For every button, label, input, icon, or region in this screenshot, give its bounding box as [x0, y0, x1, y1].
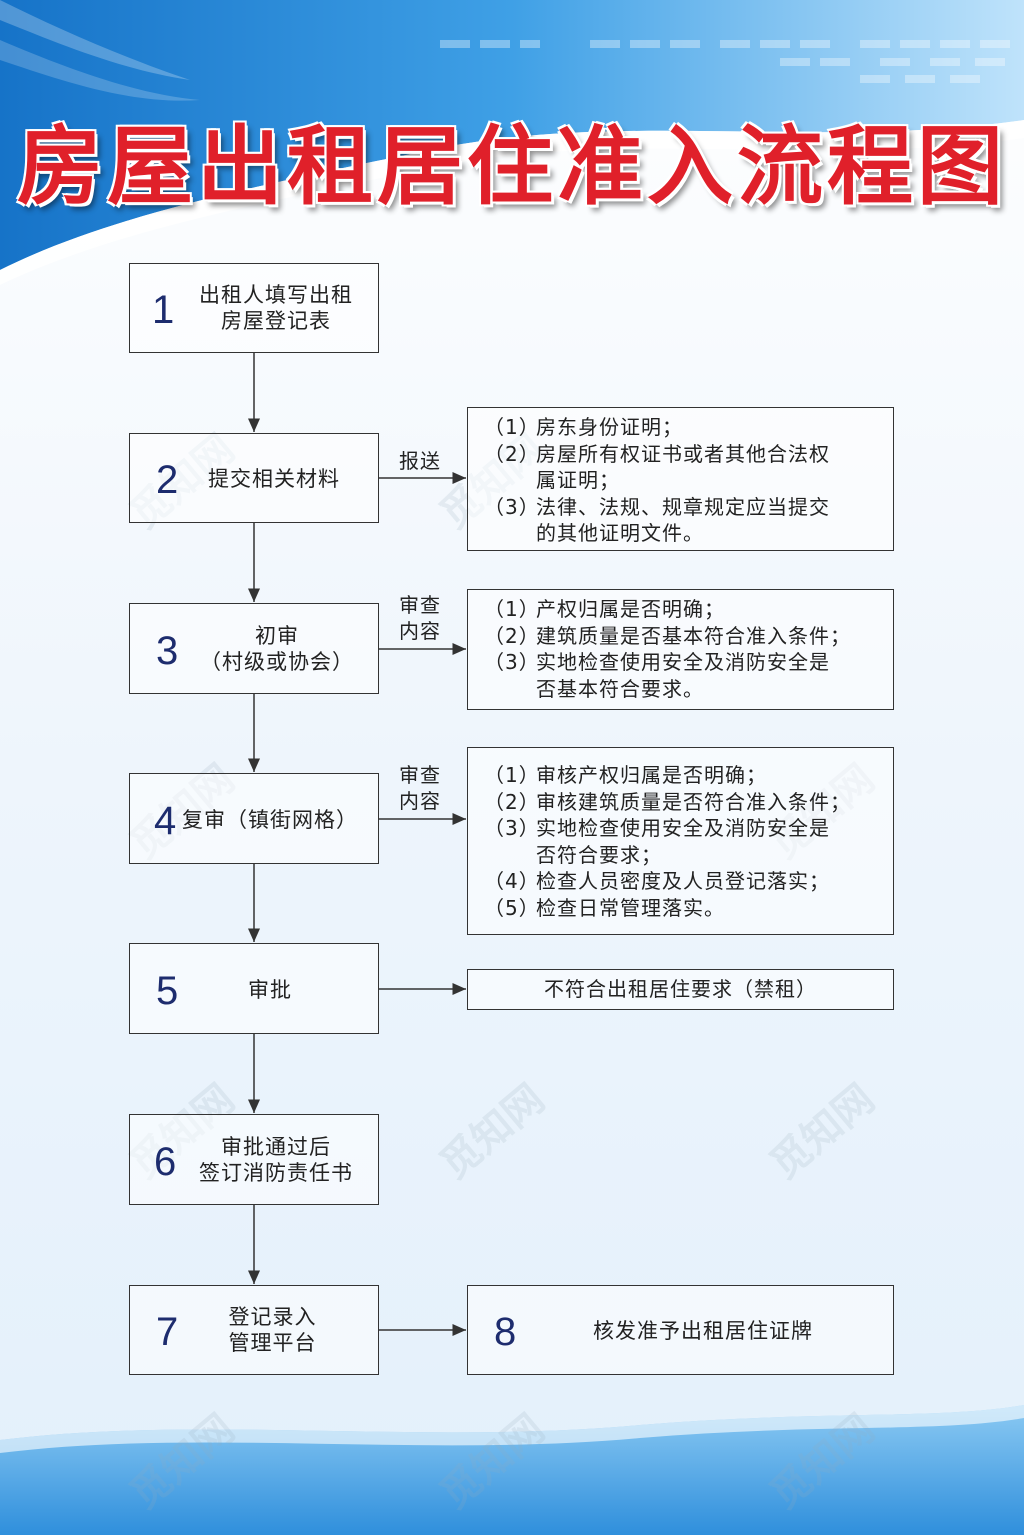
detail-marker: （2）: [484, 623, 540, 648]
step-number: 4: [154, 799, 177, 843]
detail-line: 否符合要求；: [484, 842, 893, 869]
step-label: 审批通过后 签订消防责任书: [199, 1135, 353, 1185]
step-8-box: 8 核发准予出租居住证牌: [467, 1285, 894, 1375]
detail-line: （1）审核产权归属是否明确；: [484, 762, 893, 789]
detail-text: 属证明；: [536, 468, 620, 492]
detail-line: 属证明；: [484, 467, 893, 494]
reject-label: 不符合出租居住要求（禁租）: [544, 977, 817, 1001]
detail-marker: （3）: [484, 816, 540, 840]
detail-line: （2）房屋所有权证书或者其他合法权: [484, 441, 893, 468]
step-label: 提交相关材料: [208, 467, 340, 491]
detail-marker: （3）: [484, 650, 540, 674]
step-2-materials-box: （1）房东身份证明；（2）房屋所有权证书或者其他合法权属证明；（3）法律、法规、…: [467, 407, 894, 551]
detail-line: （5）检查日常管理落实。: [484, 895, 893, 922]
detail-line: （1）产权归属是否明确；: [484, 596, 893, 623]
detail-text: 检查日常管理落实。: [536, 895, 725, 920]
step-label: 登记录入 管理平台: [228, 1305, 317, 1355]
step-number: 2: [156, 458, 179, 502]
detail-marker: （5）: [484, 895, 540, 920]
detail-text: 检查人员密度及人员登记落实；: [536, 869, 830, 893]
detail-line: （3）法律、法规、规章规定应当提交: [484, 494, 893, 521]
step-7-box: 7 登记录入 管理平台: [129, 1285, 379, 1375]
detail-text: 否基本符合要求。: [536, 676, 704, 701]
step-label: 初审 （村级或协会）: [200, 624, 354, 674]
arrow-label-review-content: 审查 内容: [399, 593, 441, 643]
detail-line: 的其他证明文件。: [484, 520, 893, 547]
detail-line: 否基本符合要求。: [484, 676, 893, 703]
step-number: 8: [494, 1310, 517, 1354]
arrow-label-review-content: 审查 内容: [399, 763, 441, 813]
detail-text: 房屋所有权证书或者其他合法权: [536, 441, 830, 466]
detail-line: （3）实地检查使用安全及消防安全是: [484, 649, 893, 676]
detail-marker: （2）: [484, 441, 540, 466]
step-label: 复审（镇街网格）: [182, 808, 358, 832]
step-number: 6: [154, 1140, 177, 1184]
step-4-review-box: （1）审核产权归属是否明确；（2）审核建筑质量是否符合准入条件；（3）实地检查使…: [467, 747, 894, 935]
detail-marker: （1）: [484, 415, 540, 439]
page-title: 房屋出租居住准入流程图: [17, 117, 1007, 217]
detail-line: （2）建筑质量是否基本符合准入条件；: [484, 623, 893, 650]
detail-text: 审核建筑质量是否符合准入条件；: [536, 789, 851, 814]
detail-text: 否符合要求；: [536, 842, 662, 867]
step-number: 7: [156, 1310, 179, 1354]
step-4-box: 4 复审（镇街网格）: [129, 773, 379, 864]
step-3-review-box: （1）产权归属是否明确；（2）建筑质量是否基本符合准入条件；（3）实地检查使用安…: [467, 589, 894, 710]
step-3-box: 3 初审 （村级或协会）: [129, 603, 379, 694]
step-number: 3: [156, 629, 179, 673]
detail-marker: （4）: [484, 869, 540, 893]
step-label: 出租人填写出租 房屋登记表: [199, 283, 353, 333]
detail-text: 产权归属是否明确；: [536, 597, 725, 621]
detail-text: 审核产权归属是否明确；: [536, 763, 767, 787]
step-label: 核发准予出租居住证牌: [593, 1319, 813, 1343]
detail-marker: （2）: [484, 789, 540, 814]
detail-line: （2）审核建筑质量是否符合准入条件；: [484, 789, 893, 816]
arrow-label-submit: 报送: [399, 449, 441, 473]
detail-marker: （1）: [484, 597, 540, 621]
detail-text: 实地检查使用安全及消防安全是: [536, 650, 830, 674]
step-1-box: 1 出租人填写出租 房屋登记表: [129, 263, 379, 353]
reject-box: 不符合出租居住要求（禁租）: [467, 969, 894, 1010]
step-5-box: 5 审批: [129, 943, 379, 1034]
detail-text: 房东身份证明；: [536, 415, 683, 439]
detail-marker: （1）: [484, 763, 540, 787]
detail-line: （1）房东身份证明；: [484, 414, 893, 441]
step-number: 1: [152, 288, 175, 332]
detail-text: 法律、法规、规章规定应当提交: [536, 494, 830, 519]
detail-text: 的其他证明文件。: [536, 521, 704, 545]
detail-line: （3）实地检查使用安全及消防安全是: [484, 815, 893, 842]
step-2-box: 2 提交相关材料: [129, 433, 379, 523]
step-number: 5: [156, 969, 179, 1013]
detail-text: 建筑质量是否基本符合准入条件；: [536, 623, 851, 648]
step-6-box: 6 审批通过后 签订消防责任书: [129, 1114, 379, 1205]
detail-marker: （3）: [484, 494, 540, 519]
detail-text: 实地检查使用安全及消防安全是: [536, 816, 830, 840]
step-label: 审批: [248, 978, 292, 1002]
detail-line: （4）检查人员密度及人员登记落实；: [484, 868, 893, 895]
